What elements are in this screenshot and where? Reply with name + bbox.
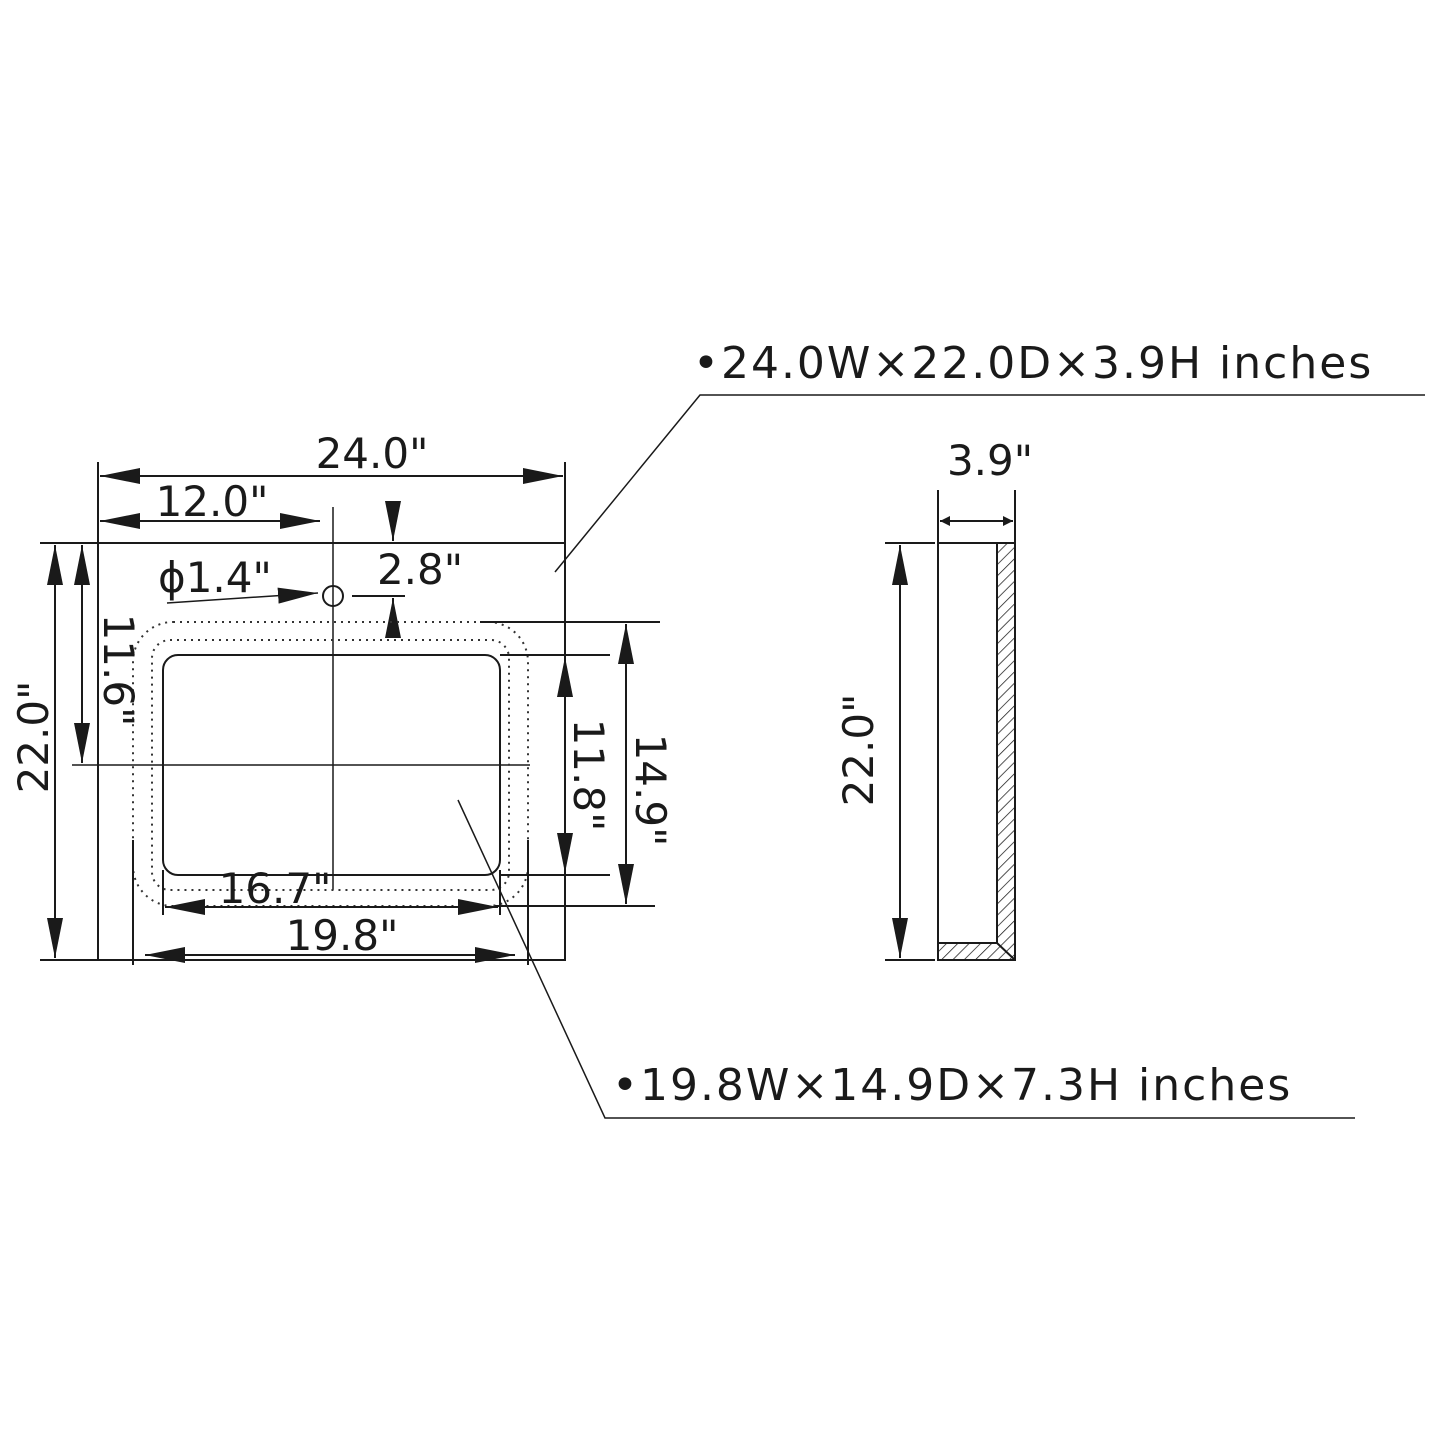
basin-outer-depth-label: 14.9" [626,734,675,847]
side-hatch [938,543,1015,960]
overall-width-label: 24.0" [316,429,429,478]
basin-inner-depth-label: 11.8" [564,719,613,832]
basin-bowl [162,654,501,876]
overall-depth-label: 22.0" [9,681,58,794]
countertop-leader [554,394,1425,573]
side-outline [937,542,1016,961]
hole-diameter-label: ϕ1.4" [158,553,272,602]
side-height-label: 3.9" [947,436,1033,485]
basin-outer-width-label: 19.8" [286,911,399,960]
drain-offset-label: 11.6" [94,614,143,727]
basin-inner-dotted [151,639,510,891]
half-width-label: 12.0" [156,477,269,526]
hole-setback-label: 2.8" [377,545,463,594]
basin-spec-label: •19.8W×14.9D×7.3H inches [612,1060,1292,1111]
top-view: 24.0" 12.0" ϕ1.4" 2.8" 22.0" 11.6" 11.8" [9,394,1425,1119]
side-view: 3.9" 22.0" [834,436,1033,961]
side-depth-label: 22.0" [834,694,883,807]
basin-leader [457,799,1355,1119]
countertop-spec-label: •24.0W×22.0D×3.9H inches [693,338,1373,389]
faucet-hole [322,585,344,607]
basin-inner-width-label: 16.7" [219,864,332,913]
